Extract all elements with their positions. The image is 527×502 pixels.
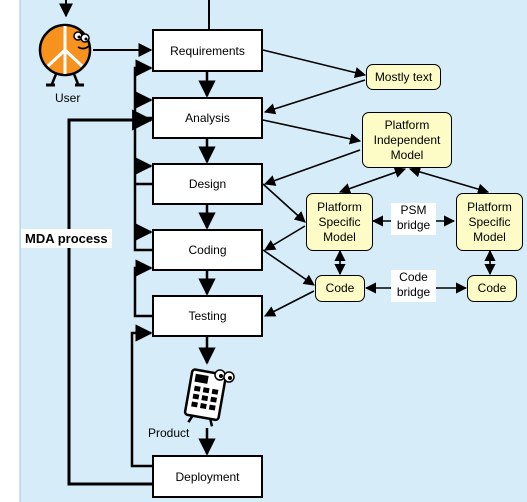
code-left-box[interactable]: Code [315,275,365,302]
testing-box[interactable]: Testing [152,295,263,337]
psm-bridge-label: PSM bridge [391,203,436,235]
pim-box[interactable]: Platform Independent Model [362,112,452,168]
design-box[interactable]: Design [152,163,263,205]
mostly-text-box[interactable]: Mostly text [366,64,441,90]
code-bridge-label: Code bridge [391,270,436,302]
psm-left-box[interactable]: Platform Specific Model [306,193,373,251]
user-label: User [55,91,81,105]
requirements-box[interactable]: Requirements [152,29,263,72]
psm-right-box[interactable]: Platform Specific Model [456,193,523,251]
product-icon [183,368,235,427]
deployment-box[interactable]: Deployment [152,455,263,498]
code-right-box[interactable]: Code [467,275,517,302]
user-icon [38,23,92,87]
product-label: Product [148,426,190,440]
analysis-box[interactable]: Analysis [152,97,263,139]
coding-box[interactable]: Coding [152,229,263,271]
mda-process-label: MDA process [21,229,112,248]
